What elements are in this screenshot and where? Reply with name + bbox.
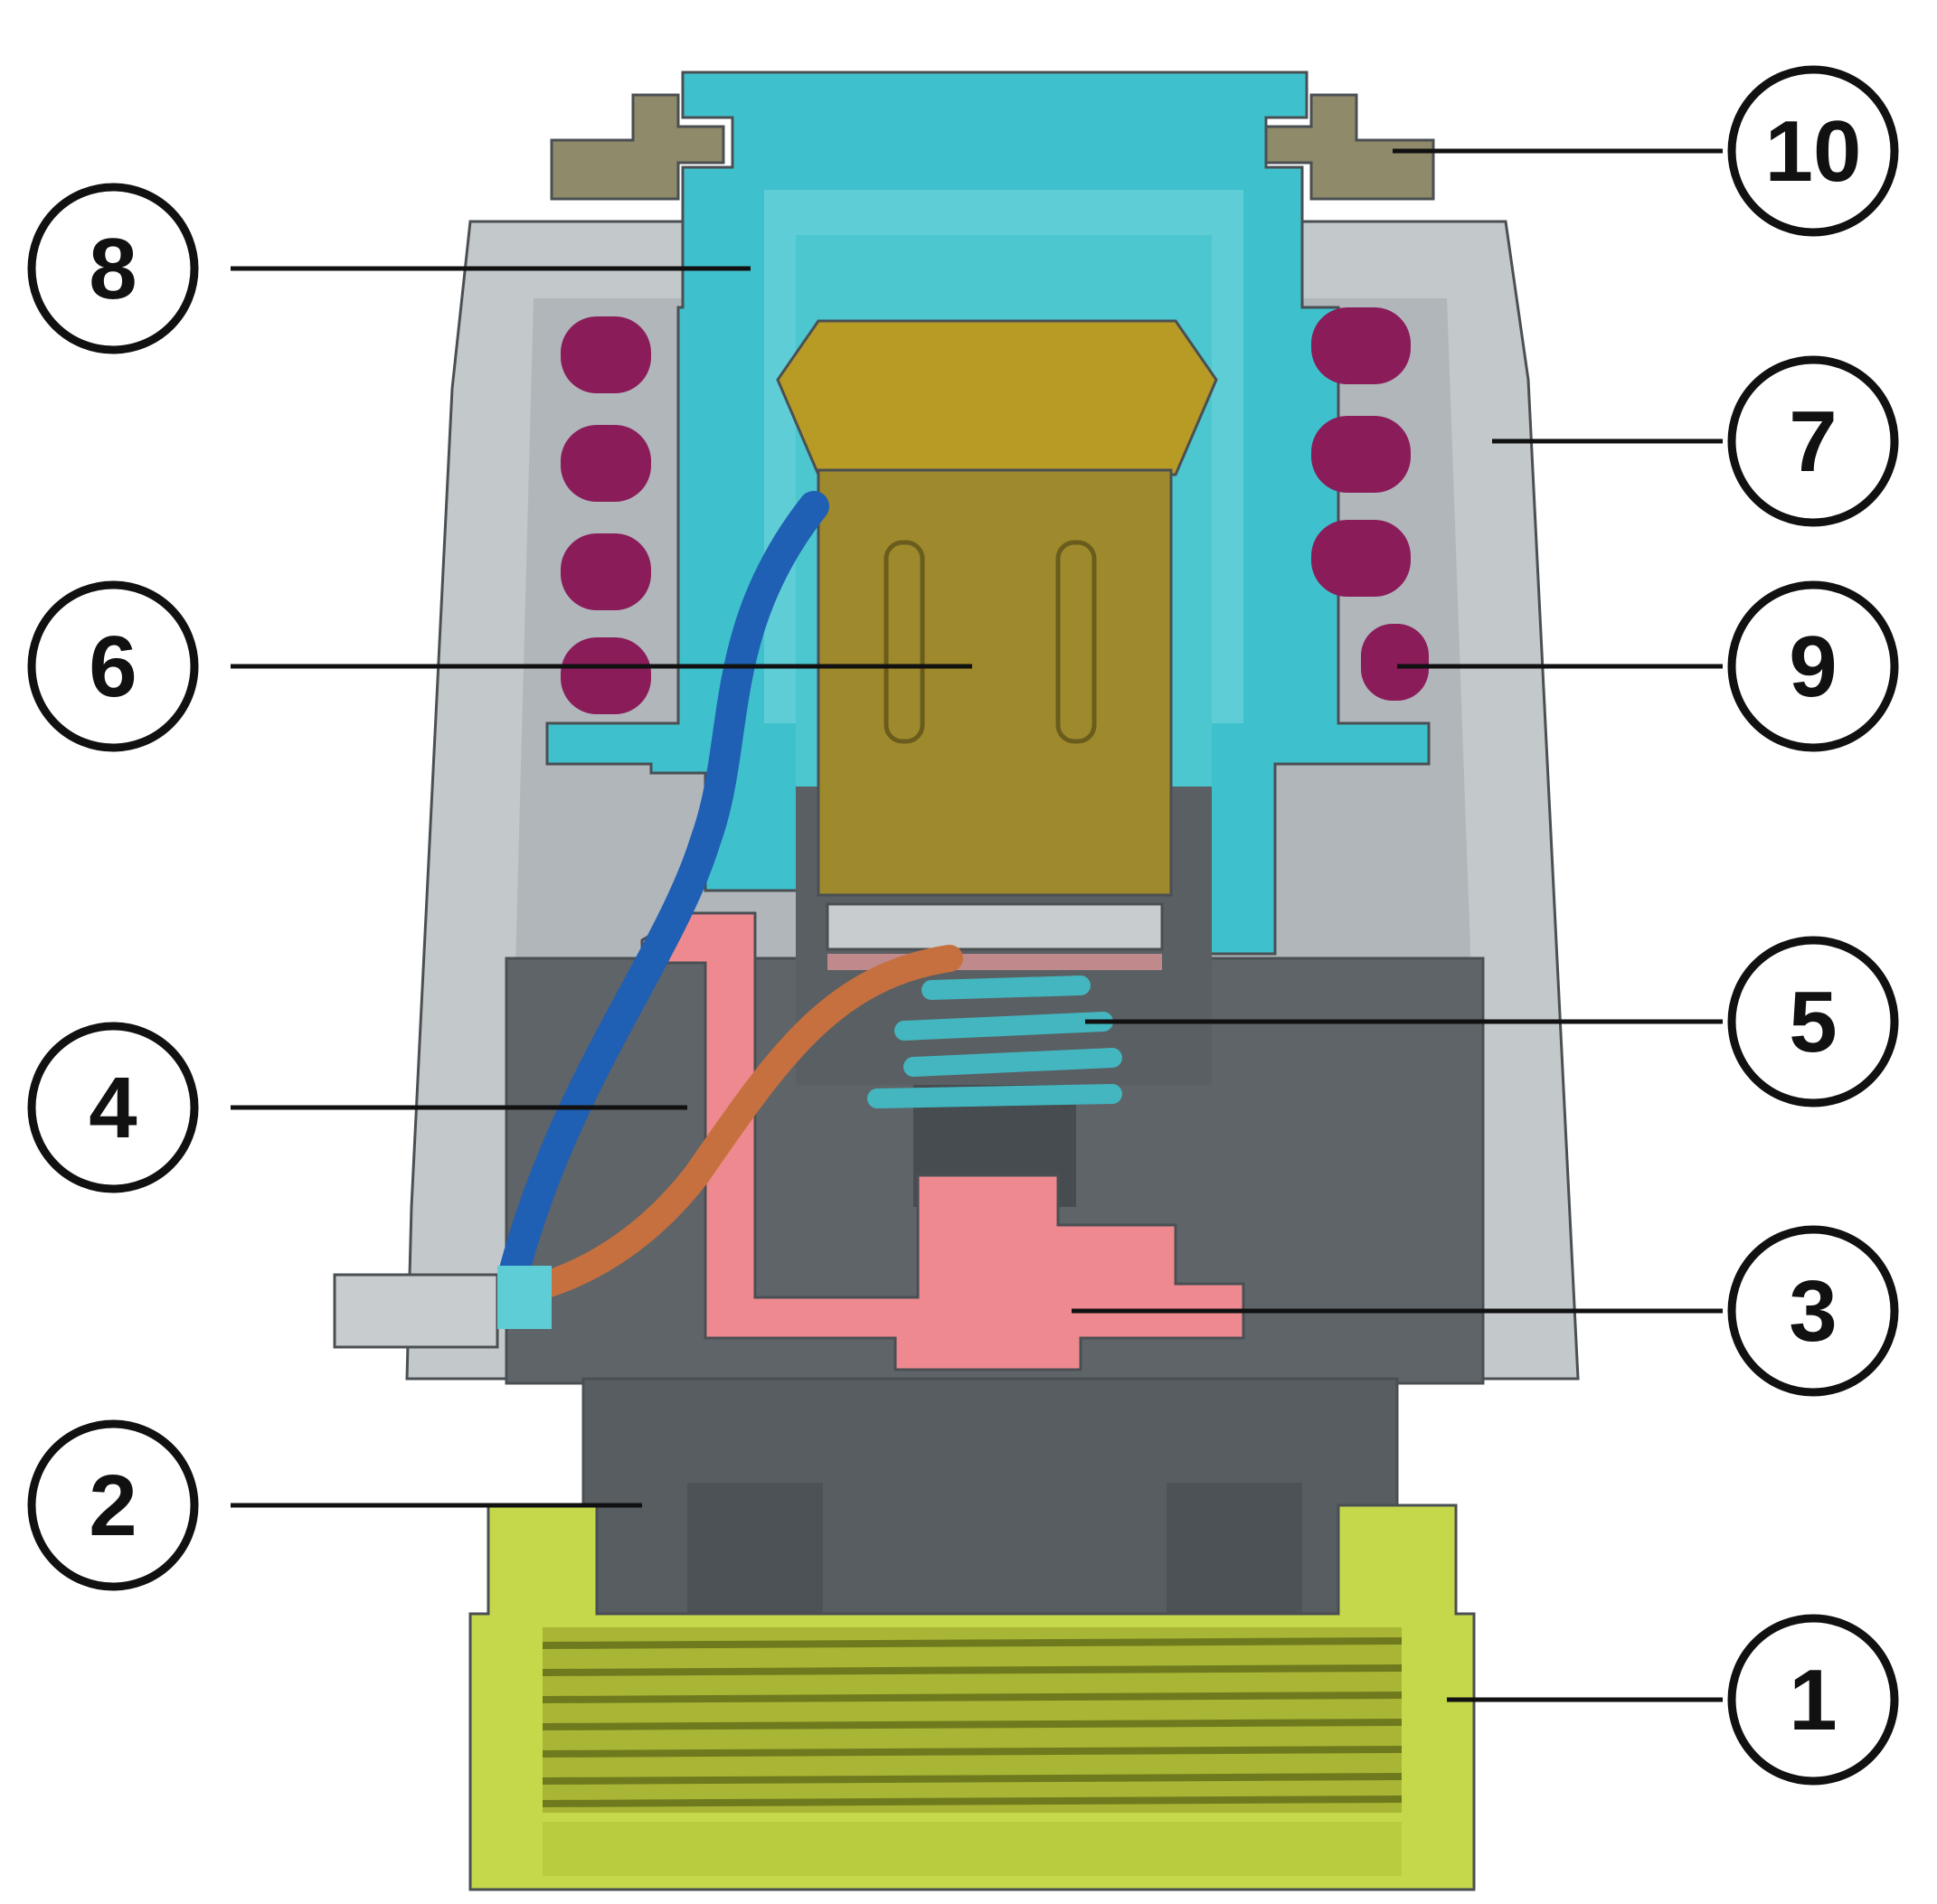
callout-7: 7 xyxy=(1727,355,1899,527)
callout-4: 4 xyxy=(27,1022,199,1193)
callout-3: 3 xyxy=(1727,1225,1899,1397)
main-spring-right xyxy=(1311,307,1429,701)
callout-10: 10 xyxy=(1727,65,1899,237)
main-spring-left xyxy=(561,316,651,714)
cable-gland xyxy=(497,1266,552,1329)
top-ring xyxy=(550,93,1435,201)
sensor-head xyxy=(776,319,1218,476)
ring-left xyxy=(550,93,725,201)
cable-outlet xyxy=(333,1273,499,1349)
callout-4-label: 4 xyxy=(89,1060,137,1156)
nut-thread-lines xyxy=(542,1637,1403,1807)
wax-sensor xyxy=(776,319,1218,970)
sensor-body xyxy=(817,468,1173,897)
ring-right xyxy=(1264,93,1435,201)
nut-bottom-lip xyxy=(543,1822,1402,1876)
callout-1: 1 xyxy=(1727,1614,1899,1786)
callout-9: 9 xyxy=(1727,580,1899,752)
callout-9-label: 9 xyxy=(1789,618,1837,715)
callout-1-label: 1 xyxy=(1789,1652,1837,1748)
blue-wire xyxy=(496,491,829,1299)
callout-6: 6 xyxy=(27,580,199,752)
callout-2-label: 2 xyxy=(89,1457,137,1554)
callout-8: 8 xyxy=(27,183,199,354)
callout-2: 2 xyxy=(27,1419,199,1591)
copper-wire xyxy=(502,945,963,1306)
threaded-nut xyxy=(468,1503,1476,1891)
callout-6-label: 6 xyxy=(89,618,137,715)
callout-3-label: 3 xyxy=(1789,1263,1837,1360)
sensor-slot-right xyxy=(1055,540,1097,744)
callout-5: 5 xyxy=(1727,936,1899,1108)
sensor-slot-left xyxy=(883,540,925,744)
callout-5-label: 5 xyxy=(1789,974,1837,1070)
return-spring xyxy=(867,976,1122,1108)
callout-7-label: 7 xyxy=(1789,393,1837,490)
callout-8-label: 8 xyxy=(89,221,137,317)
sensor-base-disc xyxy=(826,902,1164,951)
callout-10-label: 10 xyxy=(1765,103,1862,200)
